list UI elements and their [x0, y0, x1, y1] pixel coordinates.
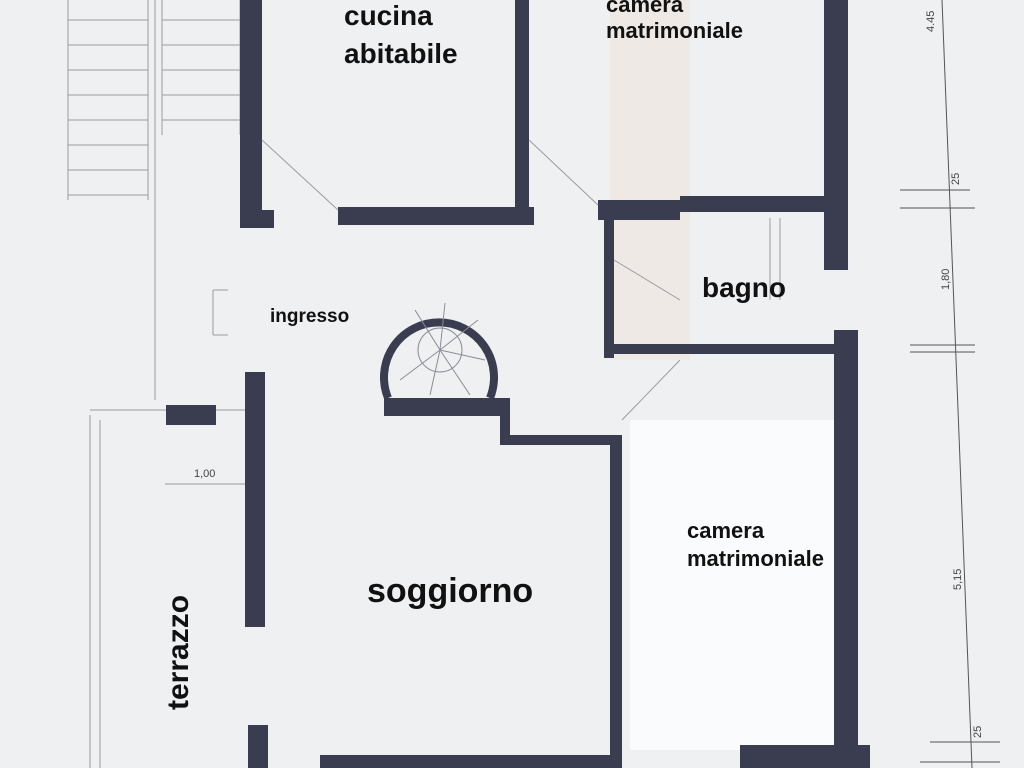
room-label-line: matrimoniale	[687, 546, 824, 571]
room-label-living-room: soggiorno	[367, 572, 534, 610]
room-label-line: matrimoniale	[606, 18, 743, 43]
room-label-master-bedroom-top: camera matrimoniale	[606, 0, 743, 44]
room-label-master-bedroom-bottom: camera matrimoniale	[687, 517, 824, 573]
room-label-line: cucina	[344, 0, 433, 31]
room-label-line: abitabile	[344, 38, 458, 69]
room-label-line: camera	[687, 518, 765, 543]
dimension-label: 5,15	[952, 568, 964, 590]
dimension-label: 1,00	[194, 468, 216, 480]
dimension-label: 1,80	[940, 268, 952, 290]
dimension-label: 25	[972, 725, 984, 738]
dimension-line	[900, 0, 1000, 768]
walls	[166, 0, 870, 768]
room-label-entrance: ingresso	[270, 306, 350, 327]
exterior-staircase	[67, 0, 248, 768]
room-label-line: camera	[606, 0, 684, 17]
room-label-kitchen: cucina abitabile	[344, 0, 458, 70]
room-label-bathroom: bagno	[702, 272, 786, 303]
room-label-terrace: terrazzo	[162, 594, 195, 710]
dimension-label: 4.45	[925, 10, 937, 32]
dimension-label: 25	[950, 172, 962, 185]
spiral-staircase	[380, 302, 498, 400]
door-swings	[212, 139, 781, 421]
